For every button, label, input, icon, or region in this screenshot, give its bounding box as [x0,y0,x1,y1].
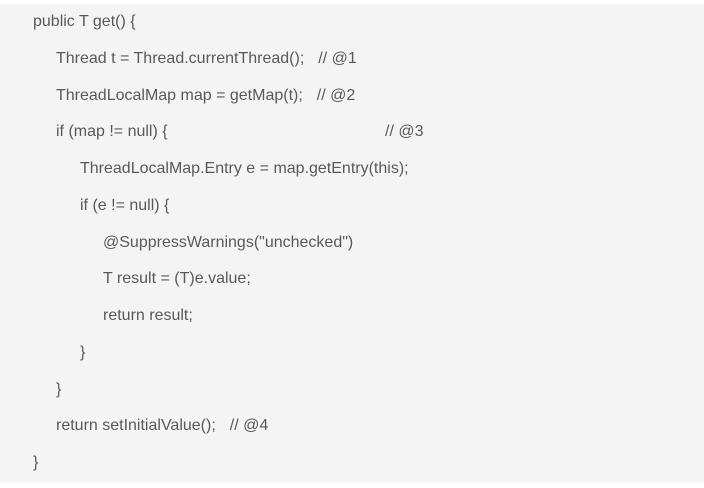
code-text: Thread t = Thread.currentThread(); [56,49,305,67]
code-line: if (map != null) { // @3 [0,114,704,151]
code-line: @SuppressWarnings("unchecked") [0,225,704,262]
code-line: return setInitialValue(); // @4 [0,408,704,445]
code-line: ThreadLocalMap.Entry e = map.getEntry(th… [0,151,704,188]
code-text: @SuppressWarnings("unchecked") [103,233,354,251]
code-text: } [80,343,86,361]
code-text: } [56,380,62,398]
code-text: return result; [103,307,193,325]
code-text: if (e != null) { [80,196,170,214]
code-panel: public T get() { Thread t = Thread.curren… [0,4,704,482]
code-line: Thread t = Thread.currentThread(); // @1 [0,41,704,78]
code-line: return result; [0,298,704,335]
code-line: ThreadLocalMap map = getMap(t); // @2 [0,78,704,115]
code-comment: // @4 [229,417,269,435]
code-line: public T get() { [0,4,704,41]
code-text: ThreadLocalMap map = getMap(t); [56,86,303,104]
code-text: return setInitialValue(); [56,417,216,435]
code-line: } [0,445,704,482]
code-text: } [33,454,39,472]
code-text: public T get() { [33,13,136,30]
code-block: public T get() { Thread t = Thread.curren… [0,4,704,482]
code-line: T result = (T)e.value; [0,261,704,298]
code-text: if (map != null) { [56,123,168,141]
code-line: } [0,335,704,372]
code-text: T result = (T)e.value; [103,270,251,288]
code-comment: // @1 [318,49,357,67]
code-line: if (e != null) { [0,188,704,225]
code-text: ThreadLocalMap.Entry e = map.getEntry(th… [80,160,409,178]
code-comment: // @2 [316,86,356,104]
code-line: } [0,372,704,409]
code-comment: // @3 [385,123,424,141]
